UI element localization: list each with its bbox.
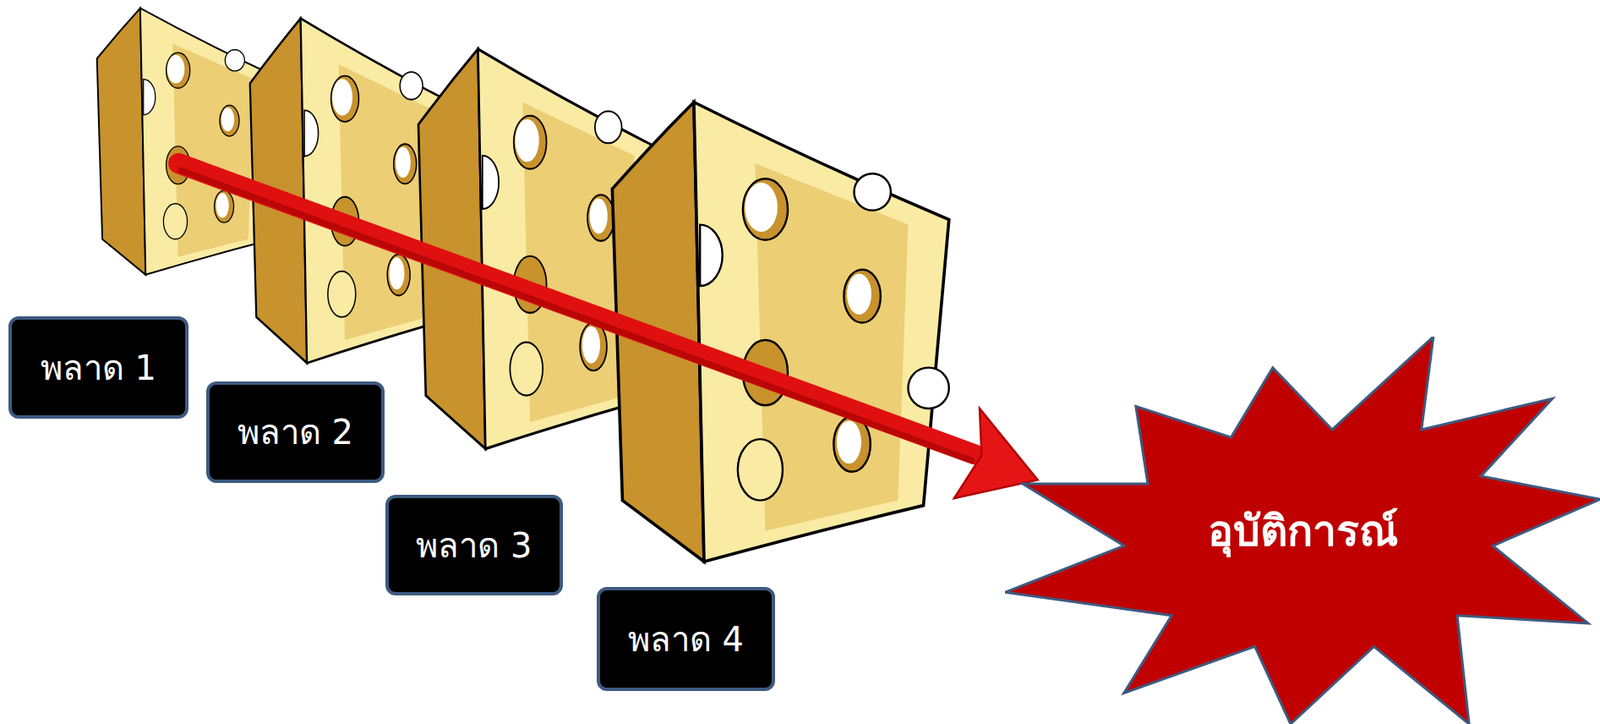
- incident-label: อุบัติการณ์: [1207, 496, 1398, 564]
- miss-label: พลาด 1: [40, 340, 157, 395]
- miss-box: พลาด 4: [596, 586, 776, 691]
- miss-box: พลาด 2: [206, 381, 385, 483]
- miss-label: พลาด 3: [415, 518, 532, 573]
- incident-starburst: อุบัติการณ์: [1004, 336, 1600, 724]
- miss-label: พลาด 2: [237, 404, 354, 459]
- miss-box: พลาด 3: [385, 494, 563, 596]
- miss-label: พลาด 4: [627, 611, 744, 667]
- miss-box: พลาด 1: [8, 316, 189, 419]
